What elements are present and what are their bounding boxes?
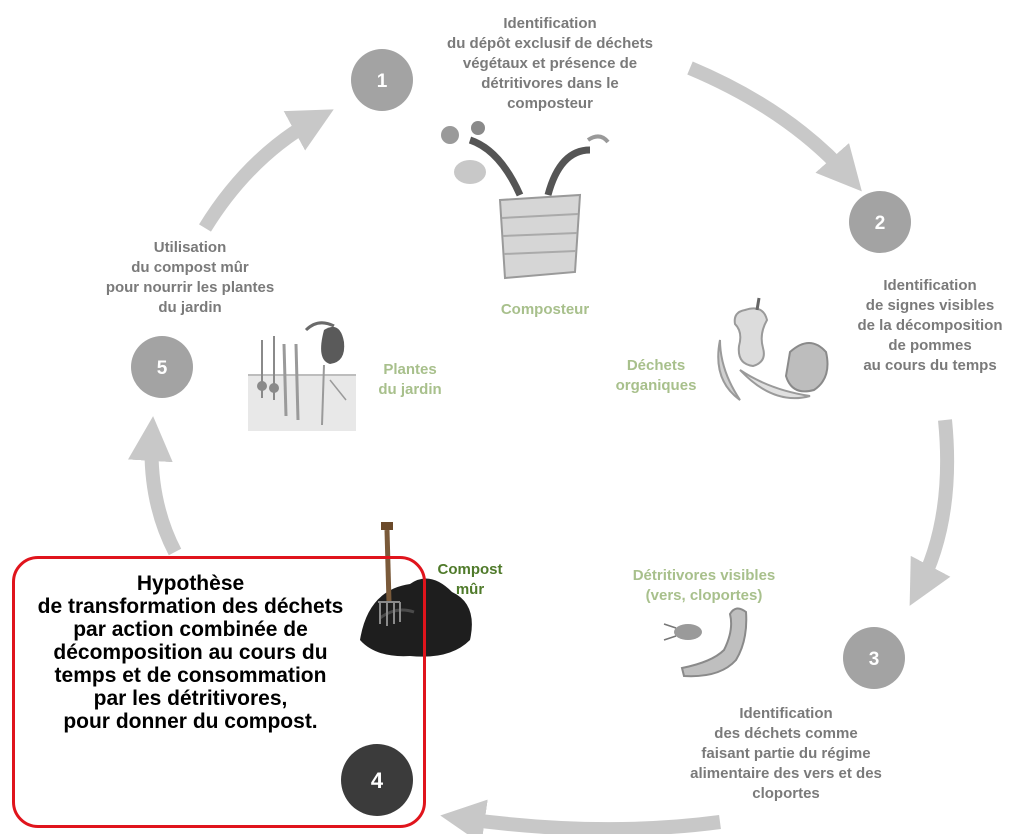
hypothesis-text: Hypothèse de transformation des déchets … bbox=[37, 572, 344, 733]
svg-text:5: 5 bbox=[157, 358, 168, 379]
apple-core-icon bbox=[717, 297, 829, 401]
hypothesis-box bbox=[12, 556, 426, 828]
step-5-text: Utilisation du compost mûr pour nourrir … bbox=[105, 239, 275, 316]
compost-label: Compost mûr bbox=[437, 561, 503, 598]
svg-text:1: 1 bbox=[377, 71, 388, 92]
garden-plants-icon bbox=[248, 321, 356, 431]
step-4-badge: 4 bbox=[341, 744, 413, 816]
detritivores-label: Détritivores visibles (vers, cloportes) bbox=[632, 567, 776, 604]
step-3-badge: 3 bbox=[843, 627, 905, 689]
svg-text:3: 3 bbox=[869, 649, 880, 670]
step-1-badge: 1 bbox=[351, 49, 413, 111]
composteur-icon bbox=[441, 121, 610, 280]
dechets-label: Déchets organiques bbox=[615, 357, 697, 394]
fork-icon bbox=[378, 522, 401, 626]
step-2-text: Identification de signes visibles de la … bbox=[857, 277, 1003, 374]
composteur-label: Composteur bbox=[500, 301, 590, 318]
step-1-text: Identification du dépôt exclusif de déch… bbox=[447, 15, 653, 112]
svg-text:2: 2 bbox=[875, 213, 886, 234]
plantes-label: Plantes du jardin bbox=[378, 361, 442, 398]
step-3-text: Identification des déchets comme faisant… bbox=[690, 705, 882, 802]
worm-icon bbox=[680, 607, 748, 678]
arrow-4-to-5 bbox=[128, 416, 182, 556]
arrow-5-to-1 bbox=[199, 109, 334, 232]
woodlouse-icon bbox=[663, 623, 702, 641]
step-5-badge: 5 bbox=[131, 336, 193, 398]
svg-text:4: 4 bbox=[371, 768, 384, 793]
step-2-badge: 2 bbox=[849, 191, 911, 253]
arrow-3-to-4 bbox=[440, 799, 721, 834]
arrow-2-to-3 bbox=[909, 419, 955, 606]
arrow-1-to-2 bbox=[687, 61, 862, 192]
